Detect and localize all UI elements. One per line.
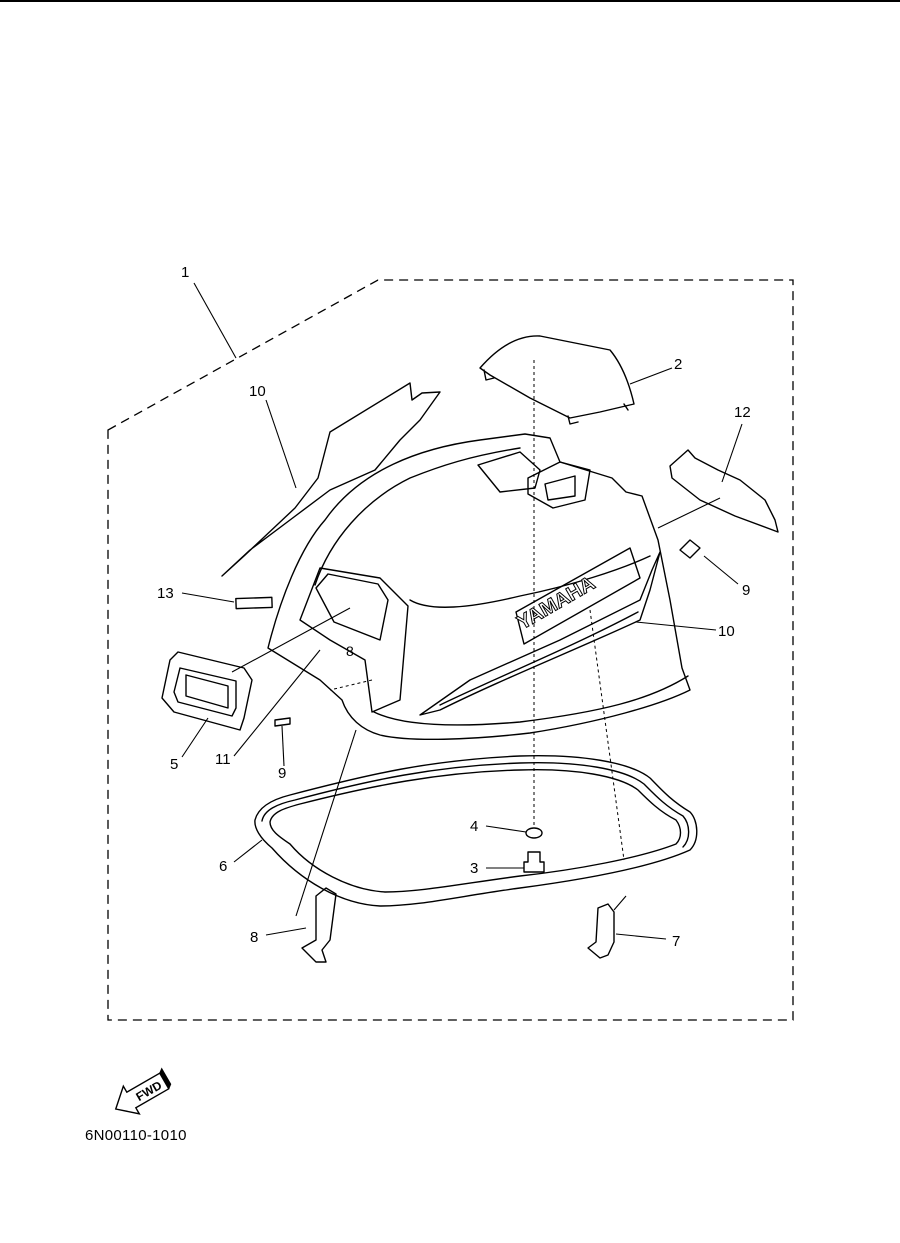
figure-code: 6N00110-1010 [85, 1127, 187, 1144]
callout-3: 3 [470, 860, 478, 877]
part-2-top-cover [479, 335, 635, 419]
leader-7 [615, 933, 667, 940]
callout-10a: 10 [249, 383, 266, 400]
leader-7b [613, 895, 627, 911]
callout-8: 8 [250, 929, 258, 946]
leader-5 [181, 717, 209, 758]
part-13-label [235, 596, 273, 610]
part-2-legs [483, 369, 629, 425]
callout-1: 1 [181, 264, 189, 281]
callout-13: 13 [157, 585, 174, 602]
leader-12 [721, 423, 743, 483]
leader-5b [231, 607, 351, 673]
part-3-bolt [523, 851, 545, 873]
part-6-seal-outer [254, 755, 698, 907]
leader-4 [485, 825, 527, 833]
leader-2 [629, 367, 673, 385]
leader-13 [181, 592, 235, 603]
part-9-screw-left [274, 717, 291, 727]
side-decal-stripe [419, 551, 661, 716]
align-line-left [329, 679, 373, 691]
part-4-washer [525, 827, 543, 839]
part-5-grommet-inner [173, 667, 237, 717]
callout-6: 6 [219, 858, 227, 875]
callout-7: 7 [672, 933, 680, 950]
part-5-grommet-core [185, 674, 229, 709]
fwd-arrow-icon: FWD [114, 1067, 172, 1115]
cowling-front-deck [409, 555, 651, 608]
leader-9b [281, 725, 285, 767]
part-6-seal-mid [261, 762, 690, 848]
part-10-decal-left [221, 382, 441, 577]
cowling-air-duct [477, 451, 591, 509]
leader-11 [233, 649, 321, 757]
side-decal-inner [439, 611, 639, 706]
callout-10b: 10 [718, 623, 735, 640]
part-9-screw-right [679, 539, 701, 559]
leader-8 [265, 927, 307, 936]
leader-10a [265, 399, 297, 489]
leader-1 [193, 282, 237, 359]
align-line-right [589, 609, 625, 861]
part-7-bracket [587, 903, 615, 959]
cowling-lip [373, 675, 689, 726]
part-5-grommet-outer [161, 651, 253, 731]
part-12-decal-right [669, 449, 779, 533]
part-6-seal-inner [269, 769, 682, 893]
leader-10c [657, 497, 721, 529]
part-8-bracket [301, 887, 337, 963]
callout-4: 4 [470, 818, 478, 835]
cowling-top-deck [314, 447, 521, 586]
front-window [315, 573, 389, 641]
top-cowling [267, 433, 691, 741]
model-badge: 8 [346, 643, 354, 659]
brand-panel [515, 547, 641, 645]
assembly-boundary [107, 279, 794, 1021]
leader-10b [635, 621, 717, 631]
leader-8b [295, 729, 357, 917]
callout-12: 12 [734, 404, 751, 421]
callout-5: 5 [170, 756, 178, 773]
callout-2: 2 [674, 356, 682, 373]
leader-6 [233, 839, 263, 863]
cowling-front-recess [299, 567, 409, 713]
leader-9a [703, 555, 739, 585]
callout-11: 11 [215, 751, 231, 768]
callout-9b: 9 [278, 765, 286, 782]
callout-9a: 9 [742, 582, 750, 599]
